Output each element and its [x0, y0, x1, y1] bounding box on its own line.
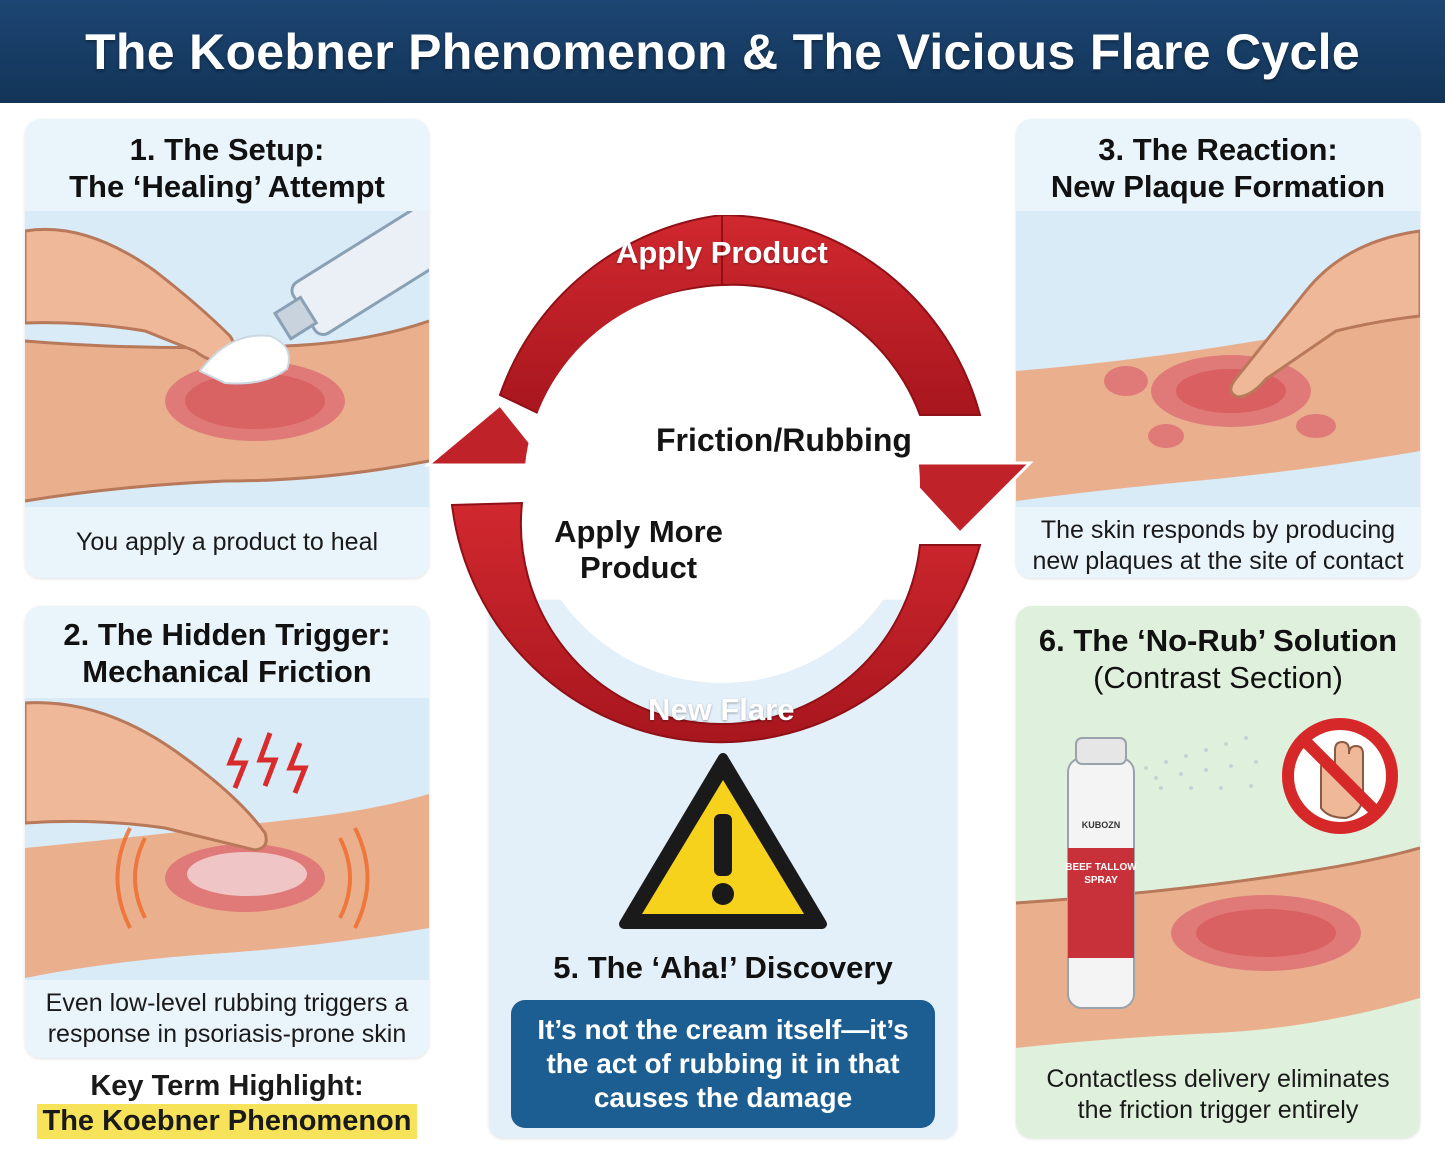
discovery-message: It’s not the cream itself—it’s the act o… — [511, 1000, 935, 1128]
panel-solution-title: 6. The ‘No-Rub’ Solution (Contrast Secti… — [1038, 623, 1398, 695]
panel-solution: 6. The ‘No-Rub’ Solution (Contrast Secti… — [1016, 606, 1420, 1138]
spray-name-line1: BEEF TALLOW — [1065, 862, 1137, 873]
plaque-formation-illustration — [1016, 211, 1420, 507]
cycle-label-apply: Apply Product — [616, 235, 828, 270]
cycle-arrow-left — [423, 402, 552, 467]
cycle-ring-bottom — [450, 501, 982, 744]
spray-brand: KUBOZN — [1082, 820, 1121, 830]
panel-reaction: 3. The Reaction: New Plaque Formation Th… — [1016, 119, 1420, 578]
panel-setup: 1. The Setup: The ‘Healing’ Attempt You … — [25, 119, 429, 578]
panel-setup-title: 1. The Setup: The ‘Healing’ Attempt — [69, 132, 385, 204]
panel-reaction-title: 3. The Reaction: New Plaque Formation — [1050, 132, 1386, 204]
cycle-label-friction: Friction/Rubbing — [656, 422, 912, 458]
panel-solution-caption: Contactless delivery eliminates the fric… — [1046, 1065, 1390, 1124]
spray-application-illustration: KUBOZN BEEF TALLOW SPRAY — [1016, 698, 1420, 1058]
panel-trigger-caption: Even low-level rubbing triggers a respon… — [45, 989, 409, 1048]
panel-setup-caption: You apply a product to heal — [75, 528, 379, 556]
panel-reaction-caption: The skin responds by producing new plaqu… — [1032, 516, 1404, 575]
header-banner: The Koebner Phenomenon & The Vicious Fla… — [0, 0, 1445, 103]
cycle-arrow-right — [891, 461, 1034, 536]
lightning-icon — [226, 732, 309, 794]
key-term-value: The Koebner Phenomenon — [36, 1104, 418, 1139]
cycle-label-new-flare: New Flare — [648, 692, 795, 727]
applying-cream-illustration — [25, 211, 429, 507]
flare-cycle-diagram — [423, 215, 1034, 744]
no-hand-icon — [1282, 718, 1398, 834]
spray-name-line2: SPRAY — [1084, 875, 1118, 886]
warning-triangle-icon — [619, 753, 827, 929]
panel-trigger-title: 2. The Hidden Trigger: Mechanical Fricti… — [63, 617, 391, 689]
discovery-title: 5. The ‘Aha!’ Discovery — [553, 950, 893, 985]
key-term-label: Key Term Highlight: — [90, 1070, 364, 1102]
rubbing-friction-illustration — [25, 698, 429, 980]
cycle-label-apply-more: Apply More Product — [554, 514, 723, 585]
page-title: The Koebner Phenomenon & The Vicious Fla… — [85, 23, 1360, 80]
panel-trigger: 2. The Hidden Trigger: Mechanical Fricti… — [25, 606, 429, 1058]
key-term-highlight: Key Term Highlight: The Koebner Phenomen… — [25, 1068, 429, 1139]
cycle-ring-right — [721, 215, 982, 416]
